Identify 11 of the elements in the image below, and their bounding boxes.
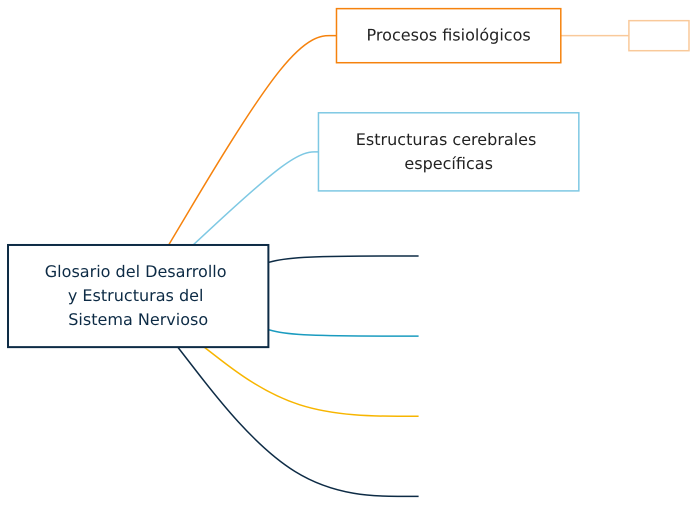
connector — [560, 34, 629, 36]
node-box: Glosario del Desarrollo y Estructuras del Sistema Nervioso — [7, 244, 270, 348]
connector — [268, 255, 419, 264]
connector — [177, 346, 419, 498]
node-box: Procesos fisiológicos — [336, 8, 562, 64]
connector — [168, 34, 336, 246]
node-box: Estructuras cerebrales específicas — [318, 112, 580, 192]
connector — [204, 346, 419, 417]
connector — [192, 151, 318, 246]
node-box — [628, 20, 690, 52]
connector — [268, 328, 419, 337]
